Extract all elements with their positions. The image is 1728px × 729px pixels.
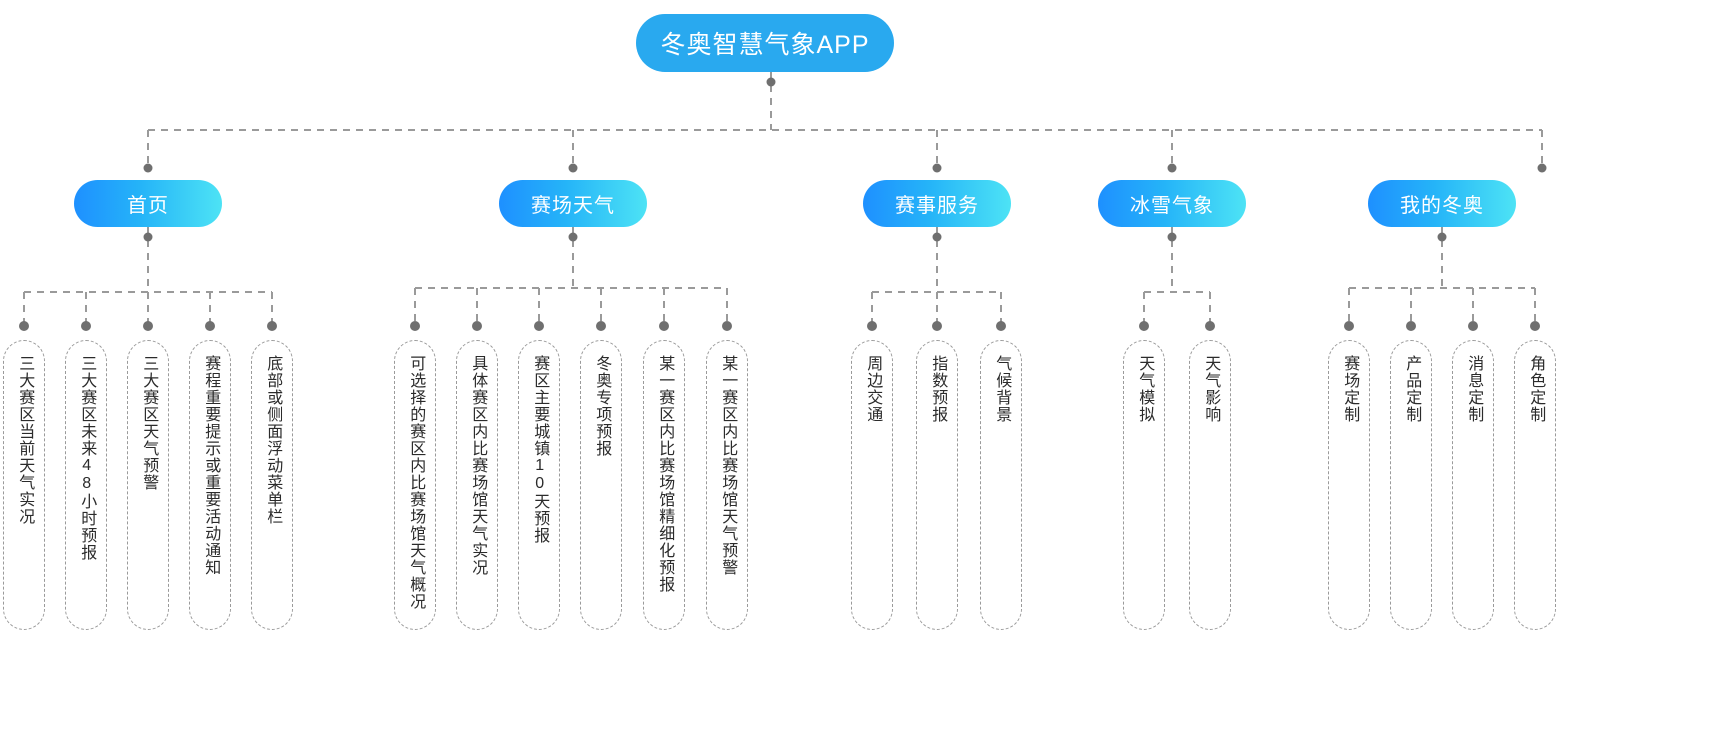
leaf-node[interactable]: 气候背景 [980,340,1022,630]
leaf-node-label: 指数预报 [929,355,947,423]
leaf-node[interactable]: 赛区主要城镇10天预报 [518,340,560,630]
leaf-node-label: 赛程重要提示或重要活动通知 [202,355,220,576]
leaf-node-label: 周边交通 [864,355,882,423]
branch-node-label: 我的冬奥 [1400,195,1484,217]
leaf-node-label: 某一赛区内比赛场馆天气预警 [719,355,737,576]
leaf-node[interactable]: 赛场定制 [1328,340,1370,630]
leaf-node-label: 底部或侧面浮动菜单栏 [264,355,282,525]
leaf-node-label: 具体赛区内比赛场馆天气实况 [469,355,487,576]
leaf-node[interactable]: 指数预报 [916,340,958,630]
leaf-node[interactable]: 周边交通 [851,340,893,630]
root-node[interactable]: 冬奥智慧气象APP [636,14,894,72]
leaf-node-label: 天气模拟 [1136,355,1154,423]
leaf-node[interactable]: 冬奥专项预报 [580,340,622,630]
leaf-node-label: 三大赛区未来48小时预报 [78,355,96,561]
root-node-label: 冬奥智慧气象APP [660,31,870,59]
leaf-node-label: 消息定制 [1465,355,1483,423]
leaf-node[interactable]: 某一赛区内比赛场馆天气预警 [706,340,748,630]
leaf-node[interactable]: 三大赛区当前天气实况 [3,340,45,630]
branch-node-my-olympics[interactable]: 我的冬奥 [1368,180,1516,227]
leaf-node[interactable]: 三大赛区未来48小时预报 [65,340,107,630]
leaf-node-label: 赛场定制 [1341,355,1359,423]
leaf-node[interactable]: 具体赛区内比赛场馆天气实况 [456,340,498,630]
leaf-node[interactable]: 某一赛区内比赛场馆精细化预报 [643,340,685,630]
leaf-node[interactable]: 天气影响 [1189,340,1231,630]
leaf-node[interactable]: 天气模拟 [1123,340,1165,630]
branch-node-event-service[interactable]: 赛事服务 [863,180,1011,227]
leaf-node-label: 角色定制 [1527,355,1545,423]
leaf-node-label: 天气影响 [1202,355,1220,423]
leaf-node-label: 三大赛区天气预警 [140,355,158,491]
branch-node-home[interactable]: 首页 [74,180,222,227]
leaf-node-label: 可选择的赛区内比赛场馆天气概况 [407,355,425,610]
leaf-node[interactable]: 底部或侧面浮动菜单栏 [251,340,293,630]
leaf-node-label: 产品定制 [1403,355,1421,423]
branch-node-label: 冰雪气象 [1130,195,1214,217]
branch-node-venue-weather[interactable]: 赛场天气 [499,180,647,227]
leaf-node-label: 三大赛区当前天气实况 [16,355,34,525]
branch-node-ice-snow-weather[interactable]: 冰雪气象 [1098,180,1246,227]
leaf-node-label: 冬奥专项预报 [593,355,611,457]
leaf-node[interactable]: 产品定制 [1390,340,1432,630]
leaf-node-label: 某一赛区内比赛场馆精细化预报 [656,355,674,593]
leaf-node-label: 赛区主要城镇10天预报 [531,355,549,544]
leaf-node[interactable]: 可选择的赛区内比赛场馆天气概况 [394,340,436,630]
branch-node-label: 赛场天气 [531,195,615,217]
leaf-node[interactable]: 赛程重要提示或重要活动通知 [189,340,231,630]
branch-node-label: 赛事服务 [895,195,979,217]
leaf-node[interactable]: 角色定制 [1514,340,1556,630]
branch-node-label: 首页 [127,195,169,217]
leaf-node-label: 气候背景 [993,355,1011,423]
leaf-node[interactable]: 消息定制 [1452,340,1494,630]
leaf-node[interactable]: 三大赛区天气预警 [127,340,169,630]
